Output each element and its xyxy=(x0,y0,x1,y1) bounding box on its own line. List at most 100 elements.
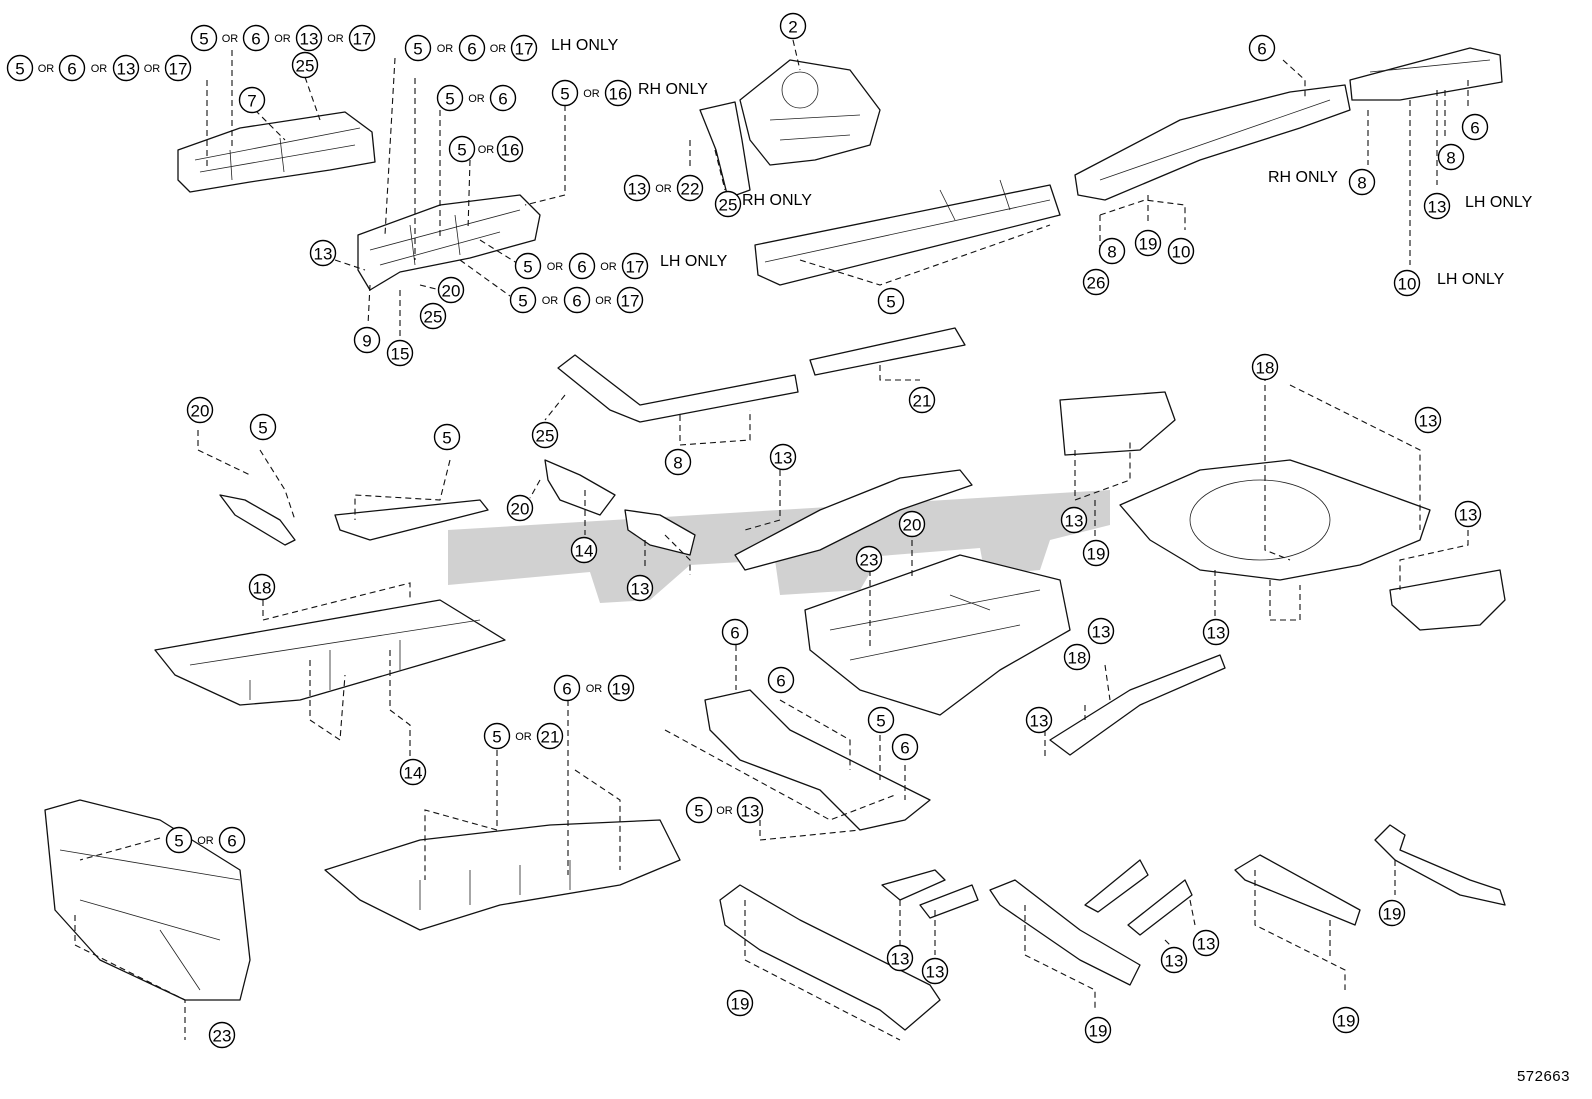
part-sill-rail xyxy=(557,327,966,423)
callout-5: 5 xyxy=(404,34,432,62)
caption-rh-only-1: RH ONLY xyxy=(638,81,708,98)
or-label: OR xyxy=(222,33,239,45)
or-label: OR xyxy=(274,33,291,45)
callout-21: 21 xyxy=(536,722,564,750)
callout-number: 5 xyxy=(442,429,451,448)
callout-circle xyxy=(867,706,895,734)
callout-circle xyxy=(714,190,742,218)
callout-number: 6 xyxy=(67,60,76,79)
callout-number: 13 xyxy=(926,963,945,982)
callout-circle xyxy=(6,54,34,82)
callout-number: 13 xyxy=(1419,412,1438,431)
or-label: OR xyxy=(144,63,161,75)
callout-circle xyxy=(886,944,914,972)
callout-circle xyxy=(218,826,246,854)
callout-5: 5 xyxy=(448,135,476,163)
callout-circle xyxy=(448,135,476,163)
callout-6: 6 xyxy=(891,733,919,761)
callout-circle xyxy=(242,24,270,52)
callout-circle xyxy=(238,86,266,114)
callout-circle xyxy=(568,252,596,280)
callout-2: 2 xyxy=(779,12,807,40)
callout-5: 5 xyxy=(685,796,713,824)
callout-circle xyxy=(190,24,218,52)
callout-5: 5 xyxy=(483,722,511,750)
leader-lines xyxy=(74,39,1469,1041)
part-upper-rear-panel xyxy=(1059,391,1176,456)
callout-number: 5 xyxy=(258,419,267,438)
part-rear-crossmember xyxy=(1389,569,1506,631)
caption-lh-only-3: LH ONLY xyxy=(1465,194,1533,211)
callout-5: 5 xyxy=(877,287,905,315)
callout-number: 18 xyxy=(253,579,272,598)
part-front-crossmember xyxy=(719,884,941,1031)
callout-25: 25 xyxy=(714,190,742,218)
callout-number: 5 xyxy=(876,712,885,731)
caption-lh-only-1: LH ONLY xyxy=(551,37,619,54)
callout-circle xyxy=(295,24,323,52)
callout-number: 6 xyxy=(467,40,476,59)
callout-number: 6 xyxy=(227,832,236,851)
callout-circle xyxy=(1414,406,1442,434)
callout-number: 13 xyxy=(774,449,793,468)
callout-8: 8 xyxy=(1437,143,1465,171)
callout-circle xyxy=(1378,899,1406,927)
callout-circle xyxy=(855,545,883,573)
callout-number: 6 xyxy=(900,739,909,758)
callout-number: 6 xyxy=(577,258,586,277)
part-rear-side-rail xyxy=(1049,654,1226,756)
callout-circle xyxy=(164,54,192,82)
callout-circle xyxy=(348,24,376,52)
callout-9: 9 xyxy=(353,326,381,354)
callout-14: 14 xyxy=(399,758,427,786)
callout-circle xyxy=(607,674,635,702)
callout-circle xyxy=(509,286,537,314)
callout-13: 13 xyxy=(1160,946,1188,974)
or-label: OR xyxy=(600,261,617,273)
callout-number: 8 xyxy=(1357,174,1366,193)
callout-circle xyxy=(1087,617,1115,645)
callout-circle xyxy=(291,51,319,79)
callout-circle xyxy=(676,174,704,202)
callout-13: 13 xyxy=(623,174,651,202)
callout-number: 5 xyxy=(886,293,895,312)
callout-number: 13 xyxy=(117,60,136,79)
callout-number: 16 xyxy=(609,85,628,104)
callout-circle xyxy=(165,826,193,854)
callout-number: 19 xyxy=(1383,905,1402,924)
callout-number: 18 xyxy=(1068,649,1087,668)
callout-number: 6 xyxy=(1470,119,1479,138)
callout-5: 5 xyxy=(509,286,537,314)
callout-18: 18 xyxy=(248,573,276,601)
or-label: OR xyxy=(586,683,603,695)
callout-6: 6 xyxy=(1248,34,1276,62)
callout-number: 19 xyxy=(731,995,750,1014)
callout-circle xyxy=(514,252,542,280)
callout-13: 13 xyxy=(295,24,323,52)
callout-number: 5 xyxy=(413,40,422,59)
caption-rh-only-2: RH ONLY xyxy=(742,192,812,209)
callout-number: 6 xyxy=(730,624,739,643)
callout-number: 25 xyxy=(536,427,555,446)
callout-20: 20 xyxy=(186,396,214,424)
callout-14: 14 xyxy=(570,536,598,564)
callout-circle xyxy=(433,423,461,451)
callout-circle xyxy=(553,674,581,702)
or-label: OR xyxy=(478,144,495,156)
callout-circle xyxy=(404,34,432,62)
callout-13: 13 xyxy=(1192,929,1220,957)
part-small-bracket xyxy=(699,101,751,199)
callout-circle xyxy=(1393,269,1421,297)
callout-circle xyxy=(767,666,795,694)
callout-circle xyxy=(353,326,381,354)
callout-number: 16 xyxy=(501,141,520,160)
callout-circle xyxy=(1025,706,1053,734)
callout-circle xyxy=(779,12,807,40)
callout-23: 23 xyxy=(208,1021,236,1049)
callout-number: 5 xyxy=(523,258,532,277)
callout-circle xyxy=(506,494,534,522)
callout-6: 6 xyxy=(489,84,517,112)
callout-5: 5 xyxy=(433,423,461,451)
callout-number: 17 xyxy=(515,40,534,59)
